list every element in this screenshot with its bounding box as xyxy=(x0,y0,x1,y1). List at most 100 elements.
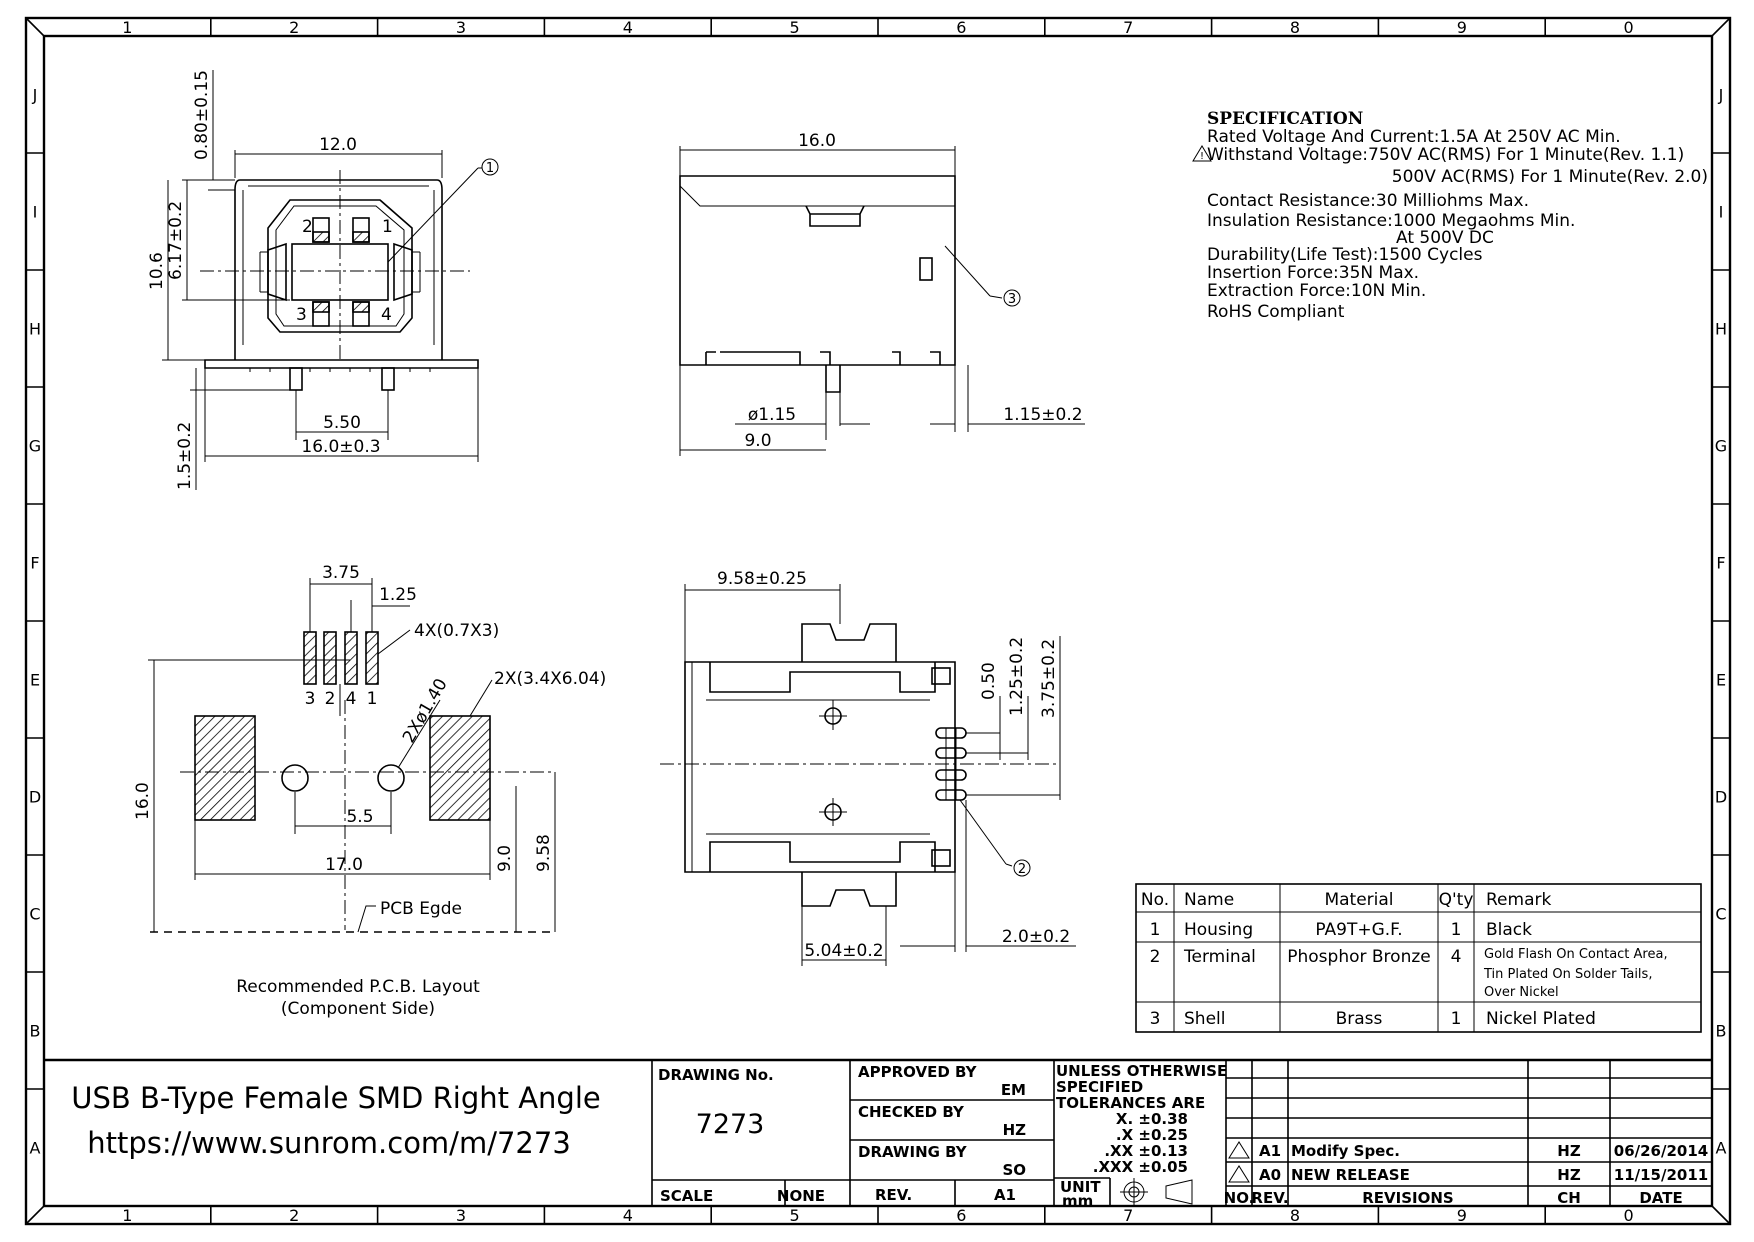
front-view: 2 1 3 4 12.0 0.80±0.15 6.17±0.2 10.6 5.5… xyxy=(147,70,499,490)
zone-column-label: 6 xyxy=(956,1206,966,1225)
checked-by: HZ xyxy=(1003,1121,1027,1139)
spec-line: Withstand Voltage:750V AC(RMS) For 1 Min… xyxy=(1207,145,1684,165)
zone-column-label: 7 xyxy=(1123,18,1133,37)
callout-2: 2 xyxy=(1018,862,1026,877)
dim-pads: 4X(0.7X3) xyxy=(414,621,499,641)
spec-line: Rated Voltage And Current:1.5A At 250V A… xyxy=(1207,127,1621,147)
dim-inner-h: 6.17±0.2 xyxy=(166,201,186,280)
spec-line: At 500V DC xyxy=(1396,228,1494,248)
dim-pin-len: 1.5±0.2 xyxy=(175,422,195,490)
bom-cell: Terminal xyxy=(1183,947,1256,967)
rev-desc: Modify Spec. xyxy=(1291,1142,1400,1160)
dim-d1: 0.50 xyxy=(979,662,999,700)
dim-bottom-bottom: 5.04±0.2 xyxy=(804,941,883,961)
rev-header: REVISIONS xyxy=(1362,1189,1453,1207)
bom-table: No. Name Material Q'ty Remark 1 Housing … xyxy=(1135,883,1702,1033)
specification: SPECIFICATION Rated Voltage And Current:… xyxy=(1192,109,1708,322)
bom-cell: PA9T+G.F. xyxy=(1315,920,1402,940)
bom-header: Remark xyxy=(1486,890,1551,910)
warning-icon xyxy=(1192,145,1212,162)
warning-icon xyxy=(1228,1165,1250,1183)
title-block: USB B-Type Female SMD Right Angle https:… xyxy=(44,1058,1712,1210)
zone-row-label: D xyxy=(29,788,41,807)
scale-label: SCALE xyxy=(660,1187,713,1205)
dim-total-w: 16.0±0.3 xyxy=(301,437,380,457)
bom-cell: Brass xyxy=(1336,1009,1383,1029)
rev-value: A1 xyxy=(994,1186,1016,1204)
zone-row-label: B xyxy=(30,1022,41,1041)
bom-cell: Phosphor Bronze xyxy=(1287,947,1430,967)
bom-cell: 1 xyxy=(1150,920,1161,940)
rev-desc: NEW RELEASE xyxy=(1291,1166,1410,1184)
zone-row-label: E xyxy=(30,671,40,690)
bom-cell: Housing xyxy=(1184,920,1253,940)
bom-cell: Gold Flash On Contact Area, xyxy=(1484,947,1668,962)
zone-column-label: 2 xyxy=(289,1206,299,1225)
bom-cell: Shell xyxy=(1184,1009,1225,1029)
dim-bottom-right: 2.0±0.2 xyxy=(1002,927,1070,947)
zone-row-label: I xyxy=(33,203,38,222)
drawn-by: SO xyxy=(1002,1161,1026,1179)
drawing-title: USB B-Type Female SMD Right Angle xyxy=(71,1081,600,1115)
tol-line: SPECIFIED xyxy=(1056,1078,1143,1096)
unit-label: UNIT xyxy=(1060,1178,1101,1196)
dim-height: 10.6 xyxy=(147,252,167,290)
bom-cell: Black xyxy=(1486,920,1532,940)
warning-icon xyxy=(1228,1141,1250,1159)
tol-line: .XXX ±0.05 xyxy=(1093,1158,1188,1176)
spec-line: Extraction Force:10N Min. xyxy=(1207,281,1426,301)
drawing-no: 7273 xyxy=(696,1109,765,1140)
zone-row-label: A xyxy=(1716,1139,1727,1158)
dim-pitch-total: 3.75 xyxy=(322,563,360,583)
zone-column-label: 3 xyxy=(456,1206,466,1225)
bom-cell: Tin Plated On Solder Tails, xyxy=(1483,967,1652,982)
dim-width: 12.0 xyxy=(319,135,357,155)
projection-symbol-icon xyxy=(1120,1178,1193,1206)
approved-by: EM xyxy=(1001,1081,1026,1099)
zone-column-label: 7 xyxy=(1123,1206,1133,1225)
unit-value: mm xyxy=(1062,1192,1093,1210)
rev-header: REV. xyxy=(1251,1189,1288,1207)
dim-hole-pitch: 5.5 xyxy=(346,807,373,827)
callout-3: 3 xyxy=(1008,292,1016,307)
tol-line: X. ±0.38 xyxy=(1116,1110,1188,1128)
side-view: 16.0 ø1.15 9.0 1.15±0.2 3 xyxy=(679,131,1085,456)
dim-tabs: 2X(3.4X6.04) xyxy=(494,669,606,689)
zone-row-label: D xyxy=(1715,788,1727,807)
tol-line: UNLESS OTHERWISE xyxy=(1056,1062,1227,1080)
zone-column-label: 8 xyxy=(1290,18,1300,37)
dim-tab: 1.15±0.2 xyxy=(1003,405,1082,425)
bom-cell: Over Nickel xyxy=(1484,985,1559,1000)
zone-row-label: J xyxy=(1718,86,1724,105)
bom-header: Material xyxy=(1324,890,1393,910)
tol-line: .X ±0.25 xyxy=(1116,1126,1188,1144)
pad-label: 1 xyxy=(367,689,378,709)
zone-column-label: 1 xyxy=(122,18,132,37)
zone-row-label: H xyxy=(1715,320,1727,339)
zone-column-label: 0 xyxy=(1624,1206,1634,1225)
pcb-layout: 3 2 4 1 3.75 1.25 4X(0.7X3) 2X(3.4X6.04)… xyxy=(133,563,606,1019)
dim-length: 16.0 xyxy=(798,131,836,151)
zone-column-label: 9 xyxy=(1457,1206,1467,1225)
zone-row-label: H xyxy=(29,320,41,339)
dim-d3: 3.75±0.2 xyxy=(1039,639,1059,718)
pin-label: 4 xyxy=(381,305,392,325)
bom-cell: 1 xyxy=(1451,1009,1462,1029)
rev-header: NO. xyxy=(1224,1189,1255,1207)
dim-bottom-top: 9.58±0.25 xyxy=(717,569,807,589)
dim-h2: 9.58 xyxy=(534,834,554,872)
svg-text:!: ! xyxy=(1200,151,1204,162)
bottom-view: 9.58±0.25 0.50 1.25±0.2 3.75±0.2 5.04±0.… xyxy=(660,569,1076,966)
rev-date: 11/15/2011 xyxy=(1614,1166,1708,1184)
dim-pin-dia: ø1.15 xyxy=(748,405,796,425)
zone-column-label: 2 xyxy=(289,18,299,37)
zone-column-label: 8 xyxy=(1290,1206,1300,1225)
bom-cell: 1 xyxy=(1451,920,1462,940)
pad-label: 2 xyxy=(325,689,336,709)
spec-line: Durability(Life Test):1500 Cycles xyxy=(1207,245,1483,265)
dim-pitch: 1.25 xyxy=(379,585,417,605)
spec-line: 500V AC(RMS) For 1 Minute(Rev. 2.0) xyxy=(1392,167,1708,187)
zone-row-label: F xyxy=(30,554,39,573)
tol-line: .XX ±0.13 xyxy=(1104,1142,1188,1160)
